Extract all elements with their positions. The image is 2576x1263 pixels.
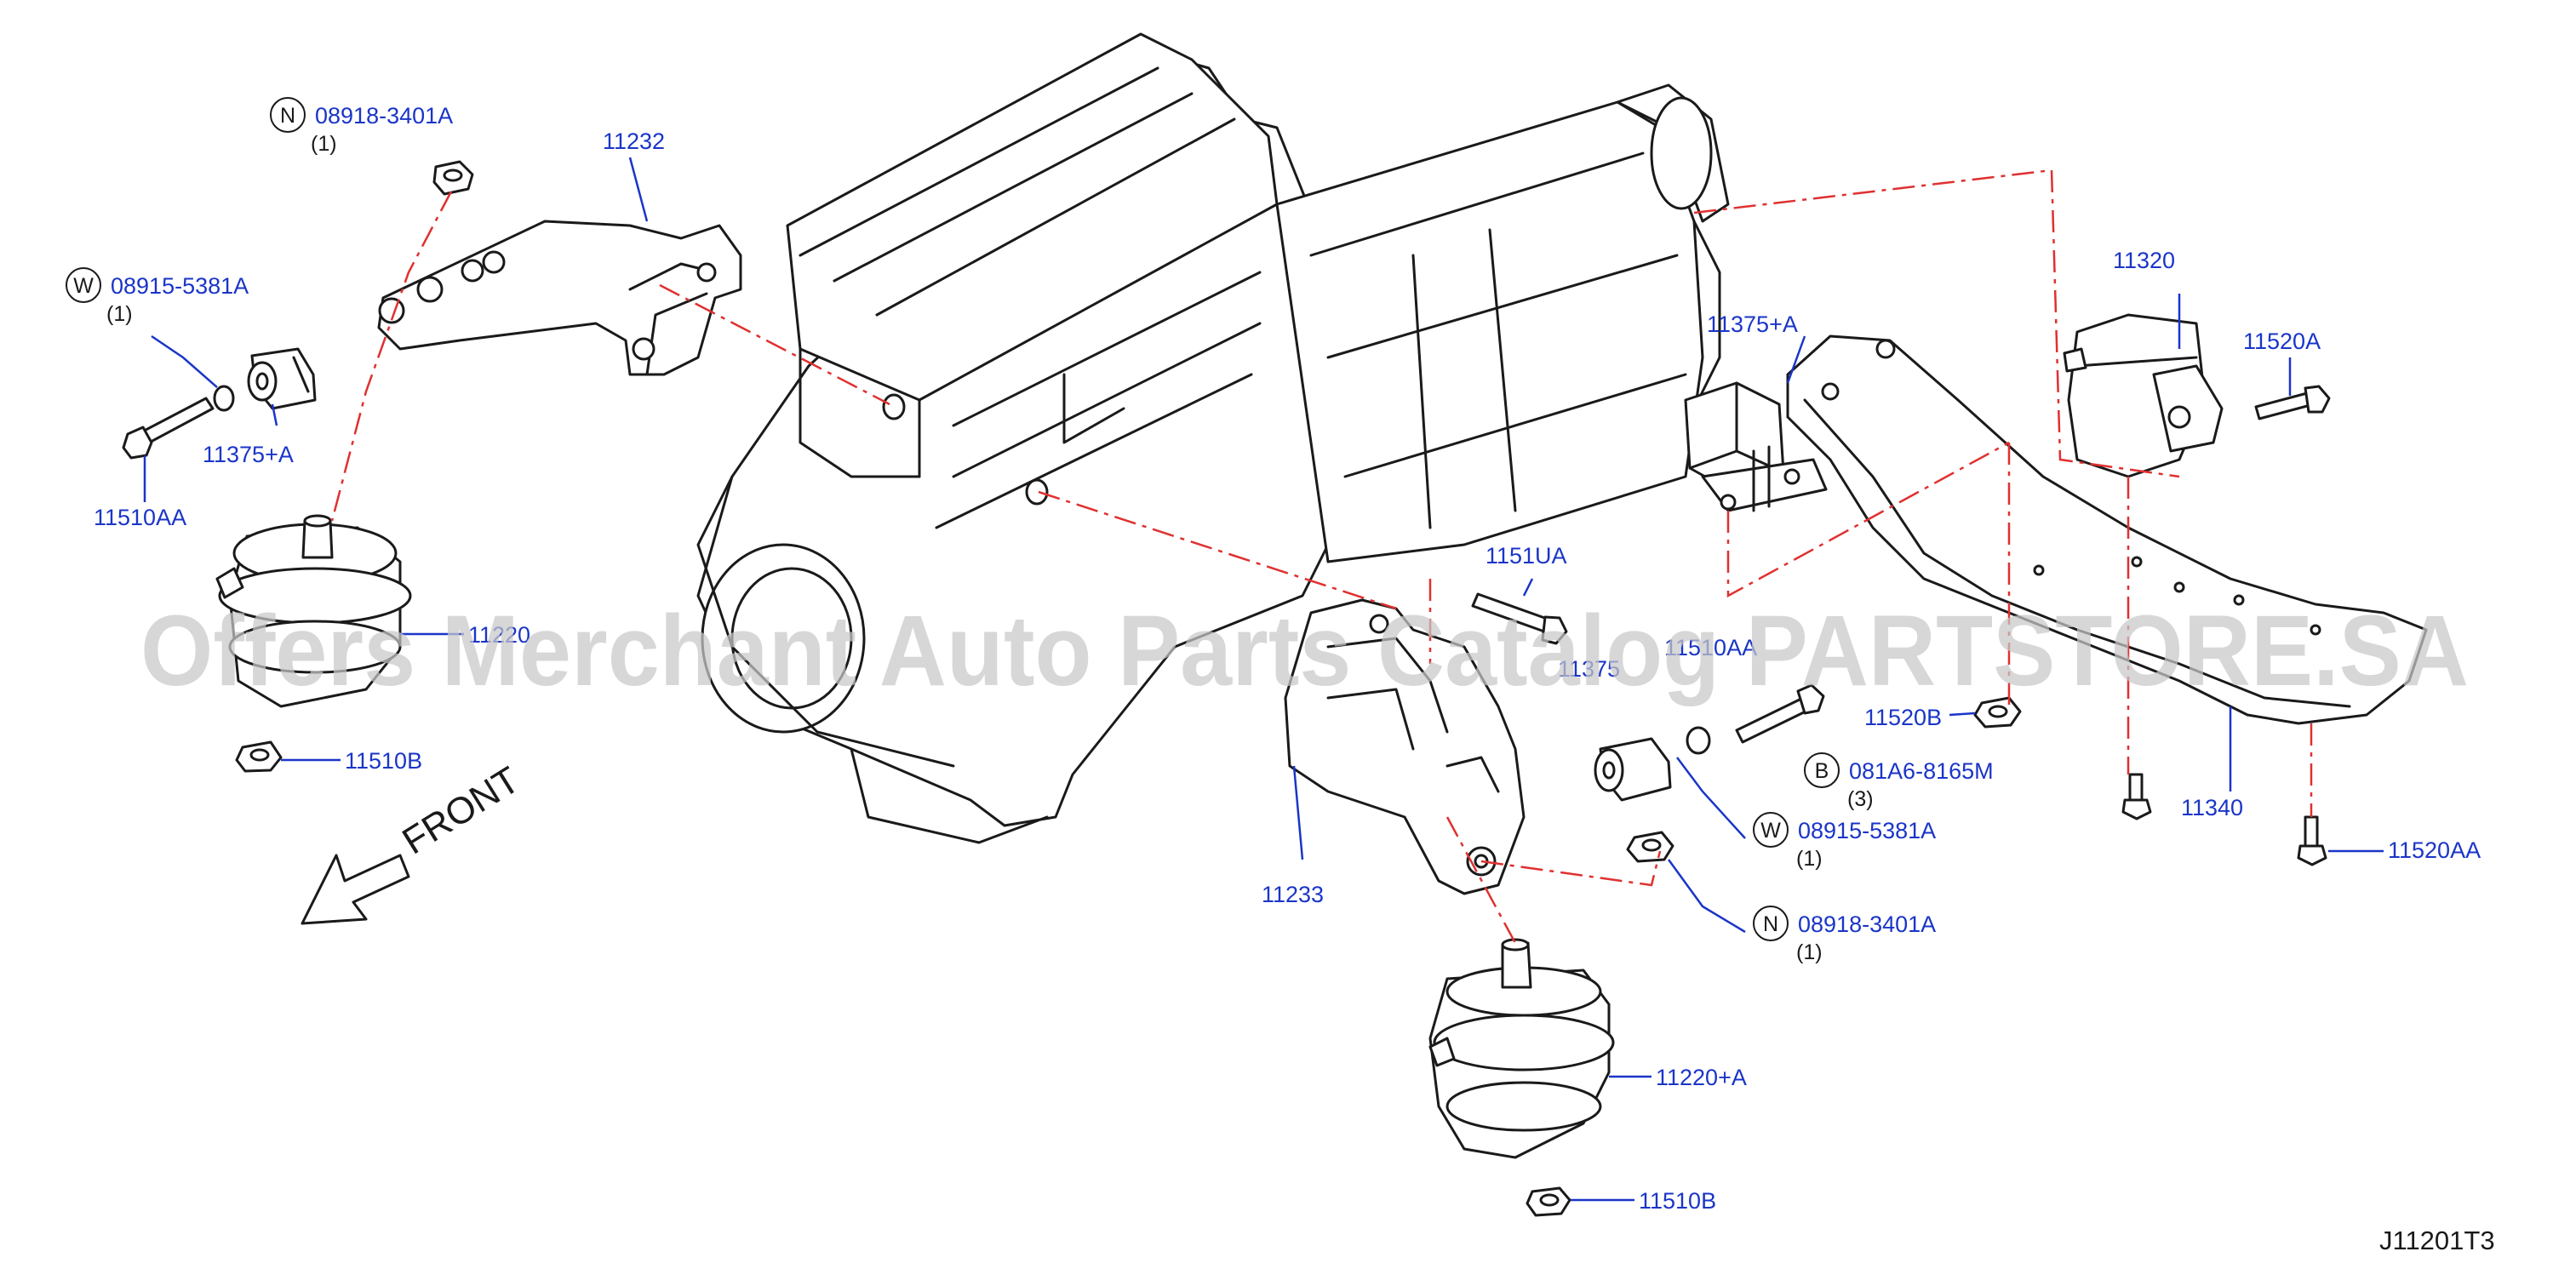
badge-circle-icon [66, 267, 101, 303]
callout-11520AA[interactable]: 11520AA [2388, 837, 2481, 863]
callout-11340[interactable]: 11340 [2181, 795, 2243, 820]
part-number[interactable]: 11320 [2113, 248, 2175, 273]
callout-11232[interactable]: 11232 [603, 129, 665, 154]
diagram-code: J11201T3 [2379, 1226, 2495, 1255]
badge-letter: W [73, 274, 94, 298]
callout-08918-3401A-mid[interactable]: N 08918-3401A (1) [1753, 906, 1936, 964]
badge-circle-icon [1804, 752, 1840, 788]
part-quantity: (3) [1847, 787, 1874, 811]
part-number[interactable]: 11520B [1864, 705, 1942, 730]
callout-11375A-left[interactable]: 11375+A [203, 442, 294, 467]
engine-assembly [696, 32, 1730, 844]
callout-08918-3401A-top[interactable]: N 08918-3401A (1) [270, 97, 453, 156]
part-number[interactable]: 08918-3401A [315, 103, 453, 129]
insulator-11375A-right [1684, 381, 1828, 512]
part-number[interactable]: 11375 [1558, 656, 1620, 682]
callout-11375-mid[interactable]: 11375 [1558, 656, 1620, 682]
part-number[interactable]: 11520AA [2388, 837, 2481, 863]
front-direction-arrow [301, 854, 410, 925]
part-number[interactable]: 11232 [603, 129, 665, 154]
badge-letter: N [280, 104, 295, 128]
watermark-text: Offers Merchant Auto Parts Catalog PARTS… [140, 595, 2469, 707]
part-number[interactable]: 1151UA [1485, 543, 1567, 569]
bolt-11510AA-mid [1735, 683, 1825, 744]
callout-11320[interactable]: 11320 [2113, 248, 2175, 273]
callout-081A6-8165M[interactable]: B 081A6-8165M (3) [1804, 752, 1994, 811]
part-quantity: (1) [1796, 847, 1823, 871]
callout-11520A[interactable]: 11520A [2243, 329, 2321, 354]
part-number[interactable]: 08915-5381A [1798, 818, 1936, 843]
crossmember-11340 [1786, 334, 2428, 725]
badge-letter: B [1815, 759, 1829, 783]
engine-mount-11220A-center [1428, 938, 1615, 1159]
nut-11510B-center [1526, 1186, 1571, 1217]
callout-11233[interactable]: 11233 [1262, 882, 1324, 907]
front-label: FRONT [395, 759, 526, 863]
bolt-081A6-8165M [2121, 773, 2152, 820]
callout-11375A-right[interactable]: 11375+A [1707, 311, 1798, 337]
badge-circle-icon [270, 97, 306, 133]
part-quantity: (1) [1796, 940, 1823, 964]
part-number[interactable]: 11375+A [1707, 311, 1798, 337]
nut-11520B [1973, 696, 2022, 729]
part-number[interactable]: 11375+A [203, 442, 294, 467]
nut-08918-3401A-mid [1626, 831, 1674, 863]
part-quantity: (1) [106, 302, 133, 326]
part-number[interactable]: 081A6-8165M [1849, 758, 1994, 784]
insulator-11375-mid [1594, 737, 1672, 802]
bolt-11510AA-left [122, 397, 215, 460]
bolt-11520AA [2297, 815, 2327, 866]
part-number[interactable]: 11510B [345, 748, 422, 774]
bracket-11232 [377, 220, 742, 376]
part-quantity: (1) [311, 132, 337, 156]
badge-letter: W [1760, 819, 1781, 843]
part-number[interactable]: 11220+A [1656, 1065, 1747, 1090]
bolt-1151UA [1471, 592, 1568, 645]
washer-08915-5381A-left [213, 385, 235, 412]
part-number[interactable]: 08918-3401A [1798, 912, 1936, 937]
part-number[interactable]: 11510AA [94, 505, 186, 530]
callout-leaders [143, 157, 2384, 1202]
part-number[interactable]: 08915-5381A [111, 273, 249, 299]
part-number[interactable]: 11233 [1262, 882, 1324, 907]
callout-08915-5381A-left[interactable]: W 08915-5381A (1) [66, 267, 249, 326]
callout-1151UA[interactable]: 1151UA [1485, 543, 1567, 569]
nut-08918-3401A-top [432, 160, 474, 196]
callout-11220A-center[interactable]: 11220+A [1656, 1065, 1747, 1090]
badge-letter: N [1763, 912, 1778, 936]
part-number[interactable]: 11510AA [1664, 635, 1757, 660]
callout-08915-5381A-mid[interactable]: W 08915-5381A (1) [1753, 812, 1936, 871]
part-number[interactable]: 11520A [2243, 329, 2321, 354]
badge-circle-icon [1753, 906, 1789, 941]
callout-11520B[interactable]: 11520B [1864, 705, 1942, 730]
engine-mount-11220-left [215, 514, 412, 708]
callout-11510B-center[interactable]: 11510B [1639, 1188, 1716, 1214]
part-number[interactable]: 11340 [2181, 795, 2243, 820]
badge-circle-icon [1753, 812, 1789, 848]
nut-11510B-left [235, 740, 283, 773]
alignment-centerlines [330, 169, 2313, 944]
callout-11510AA-left[interactable]: 11510AA [94, 505, 186, 530]
washer-08915-5381A-mid [1686, 726, 1711, 755]
callout-11510B-left[interactable]: 11510B [345, 748, 422, 774]
insulator-11375A-left [247, 347, 317, 410]
transmission-mount-11320 [2063, 313, 2224, 478]
part-number[interactable]: 11510B [1639, 1188, 1716, 1214]
callout-11220-left[interactable]: 11220 [468, 622, 530, 648]
bolt-11520A [2254, 385, 2331, 420]
part-number[interactable]: 11220 [468, 622, 530, 648]
callout-11510AA-mid[interactable]: 11510AA [1664, 635, 1757, 660]
